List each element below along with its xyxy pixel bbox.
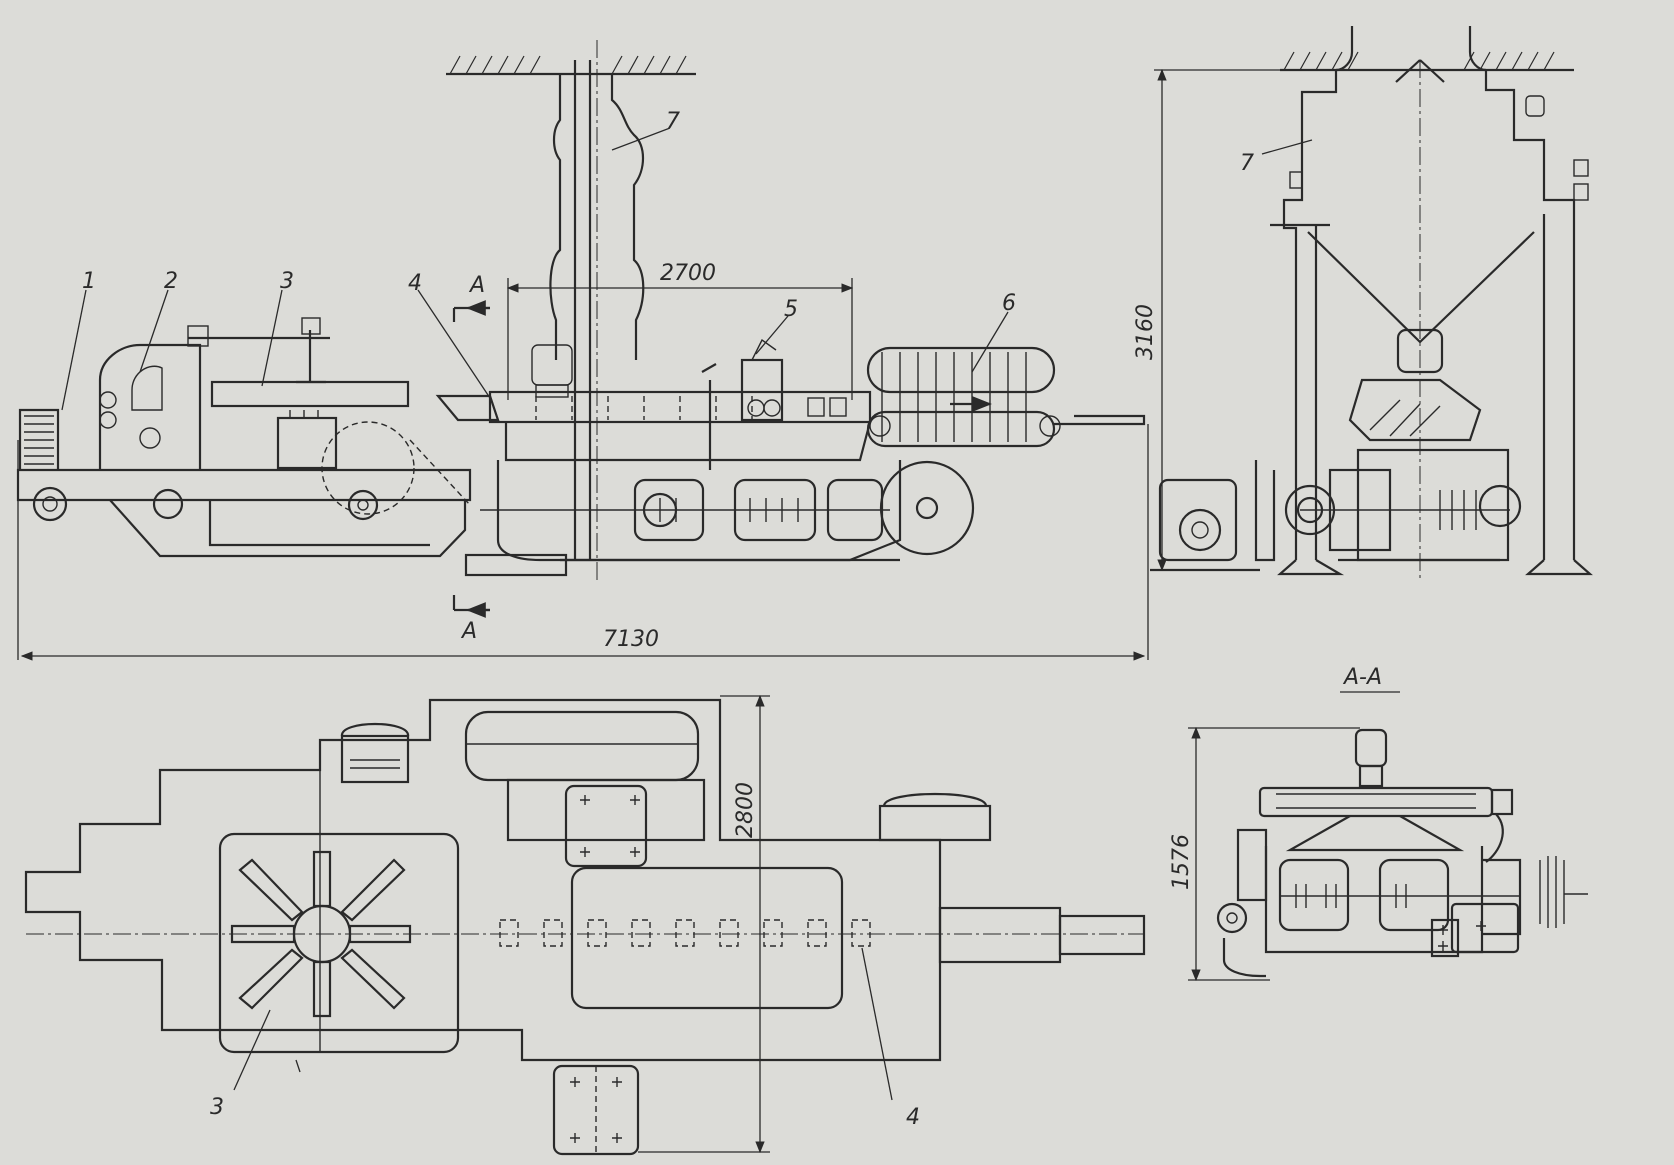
ceiling-hatch-right — [1280, 26, 1574, 72]
callout-4-side: 4 — [408, 271, 422, 296]
dim-7130-label: 7130 — [603, 627, 659, 652]
machine-end — [1150, 328, 1522, 572]
callout-3-plan: 3 — [210, 1095, 224, 1120]
section-aa-view: A-A — [1216, 665, 1588, 978]
unit-5 — [701, 338, 784, 470]
dimension-3160: 3160 — [1133, 68, 1352, 572]
turntable-3-plan — [230, 850, 412, 1018]
plan-view: 3 4 — [24, 698, 1146, 1156]
section-cut-label-bottom: A — [460, 619, 477, 644]
dimension-2800: 2800 — [638, 694, 770, 1154]
callout-1: 1 — [82, 269, 96, 294]
machine-frame — [16, 343, 472, 558]
side-elevation-view — [16, 40, 1149, 660]
dimension-2700: 2700 — [506, 261, 854, 400]
dim-2700-label: 2700 — [660, 261, 716, 286]
callout-2: 2 — [164, 269, 178, 294]
dim-3160-label: 3160 — [1133, 304, 1158, 360]
callouts-end: 7 — [1240, 139, 1313, 176]
columns-7-end — [1270, 70, 1593, 576]
callout-7-end: 7 — [1240, 151, 1254, 176]
section-title: A-A — [1342, 665, 1382, 690]
section-cut-marker: A A — [452, 273, 490, 644]
callout-4-plan: 4 — [906, 1105, 920, 1130]
end-elevation-view — [1150, 26, 1593, 580]
section-cut-label-top: A — [468, 273, 485, 298]
callout-7-side: 7 — [666, 109, 680, 134]
turntable-3-side — [187, 317, 471, 515]
callouts-side: 1 2 3 4 5 6 7 — [61, 109, 1016, 411]
callout-3-side: 3 — [280, 269, 294, 294]
conveyor-6 — [866, 346, 1146, 556]
callout-6: 6 — [1002, 291, 1016, 316]
press-section-4 — [435, 390, 902, 577]
dimension-7130: 7130 — [20, 627, 1146, 661]
column-7 — [531, 40, 645, 580]
dim-1576-label: 1576 — [1169, 834, 1194, 890]
callout-5: 5 — [784, 297, 798, 322]
dim-2800-label: 2800 — [733, 782, 758, 838]
ceiling-hatch-left — [446, 55, 696, 76]
dimension-1576: 1576 — [1169, 726, 1360, 982]
